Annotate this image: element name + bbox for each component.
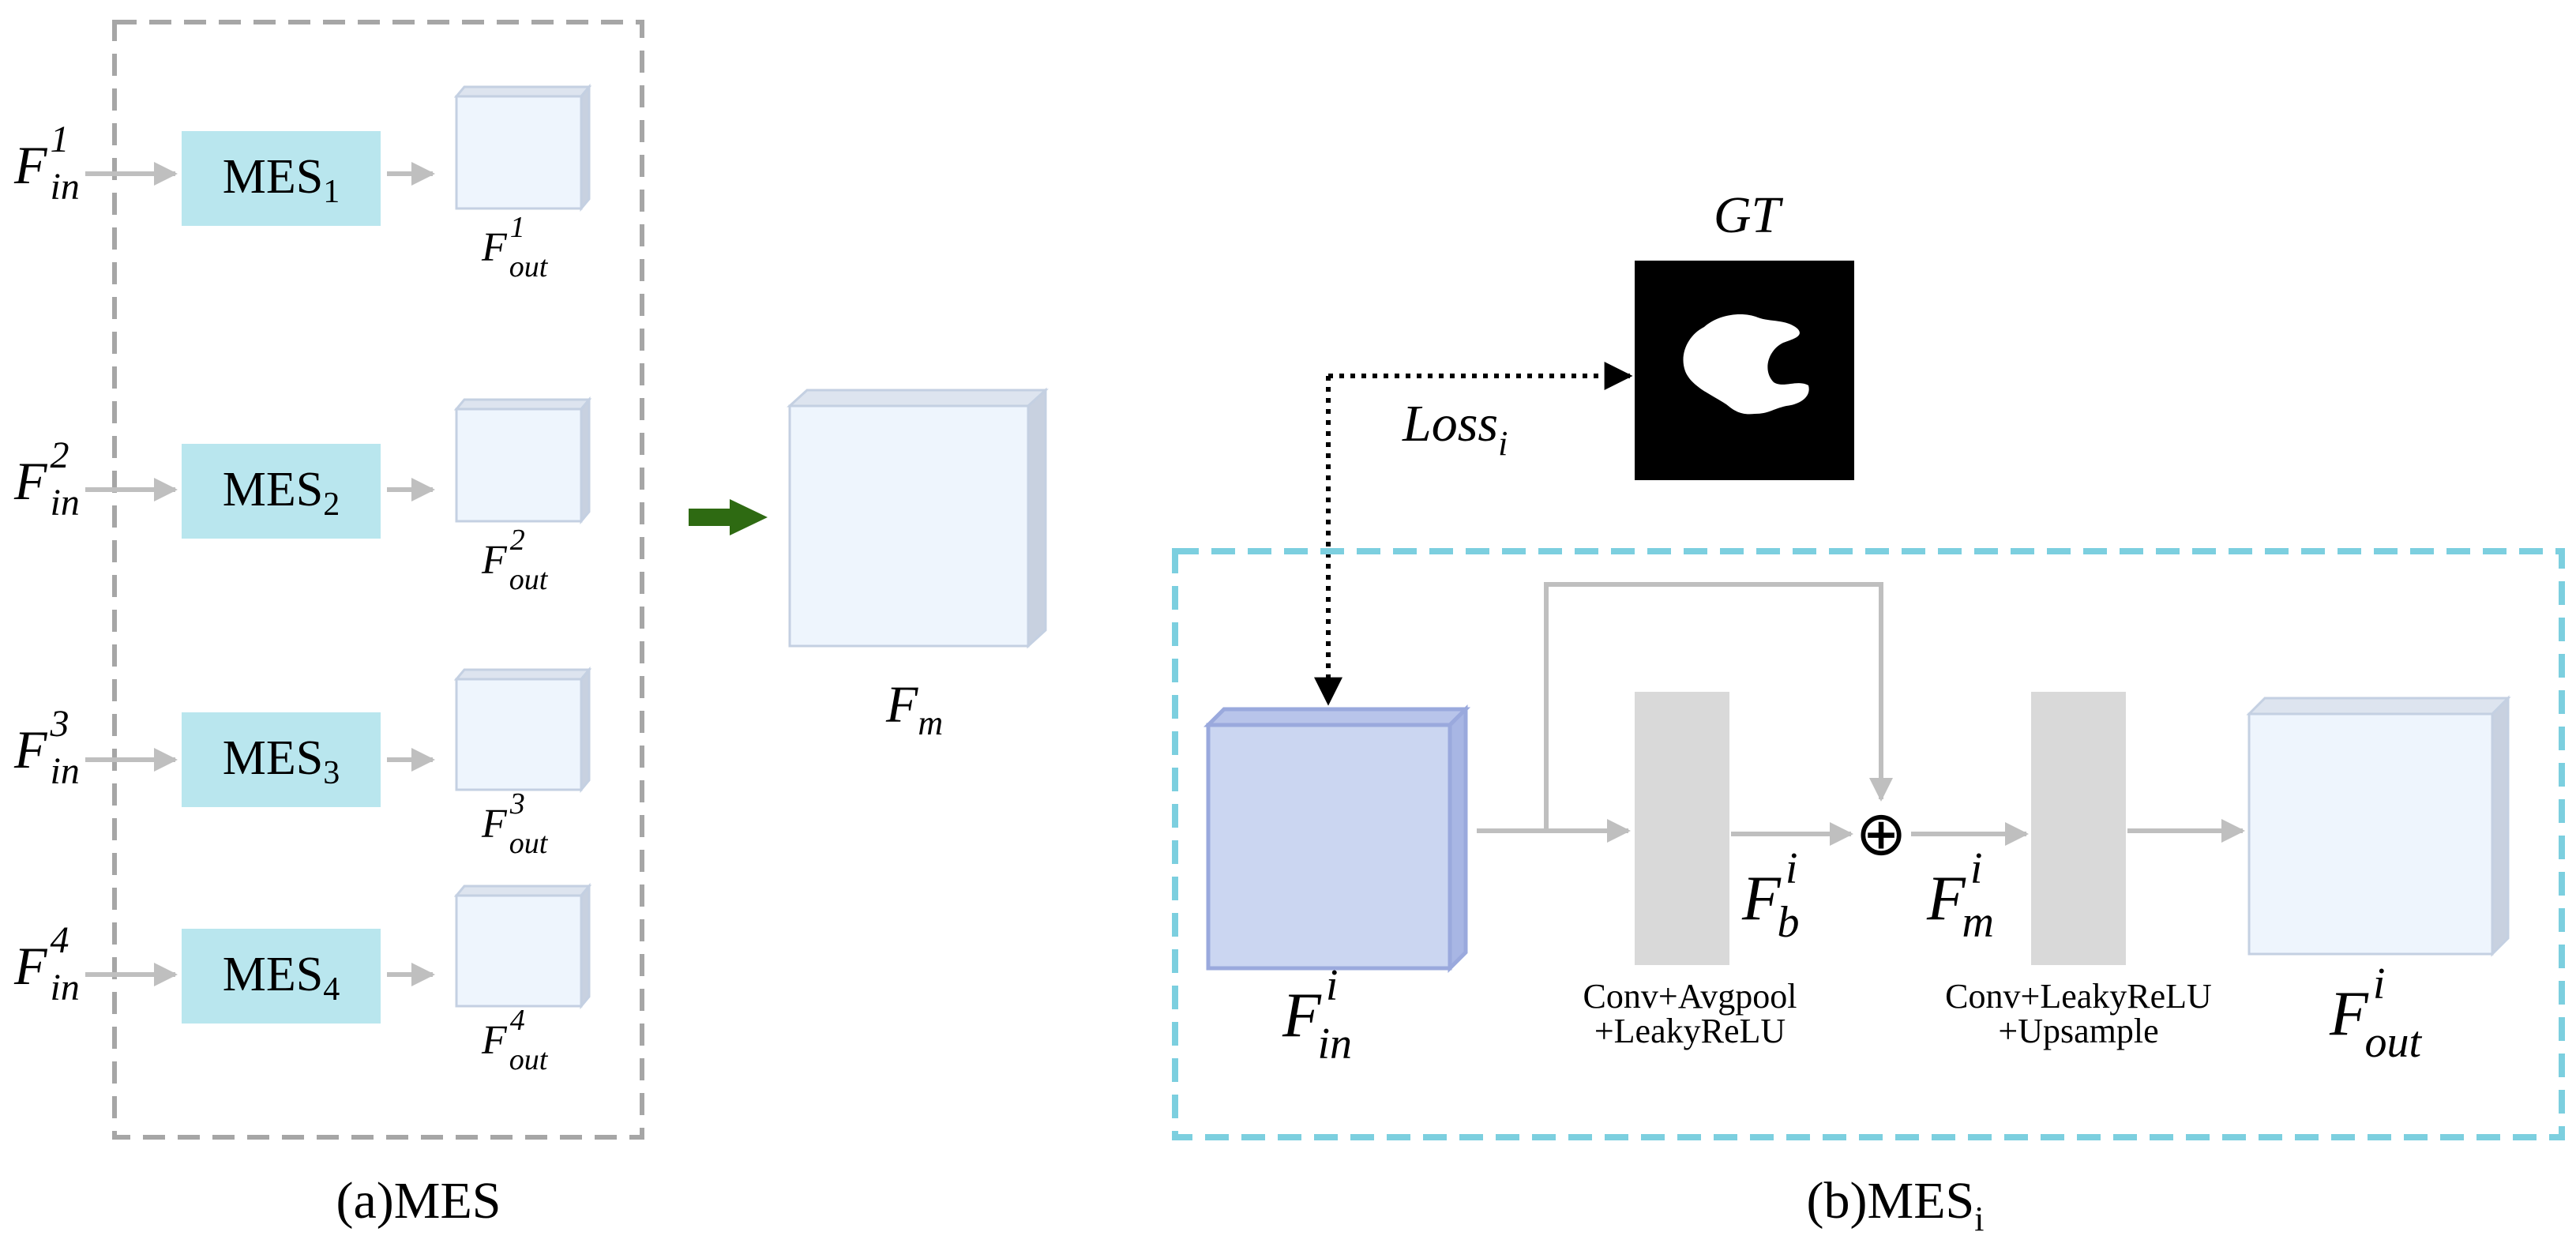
loss-label: Lossi [1402, 395, 1508, 463]
output-cube-4 [453, 882, 592, 1010]
output-cube-2 [453, 396, 592, 525]
mes-block-2 [182, 444, 381, 539]
block1-line2: +LeakyReLU [1594, 1012, 1786, 1050]
merged-cube [787, 387, 1049, 649]
mes-block-1 [182, 131, 381, 226]
block1-line1: Conv+Avgpool [1583, 977, 1797, 1016]
caption-b: (b)MESi [1807, 1172, 1985, 1238]
gt-label: GT [1714, 186, 1784, 244]
skip-connection [1544, 582, 1893, 831]
caption-a: (a)MES [336, 1172, 501, 1230]
gt-mask-image [1635, 261, 1854, 480]
input-cube [1203, 704, 1471, 974]
mes-block-3 [182, 712, 381, 807]
panel-a-dashed-frame [112, 20, 644, 1140]
merged-label: Fm [885, 676, 943, 742]
svg-text:MES1: MES1 [223, 150, 340, 210]
svg-text:MES3: MES3 [223, 731, 340, 791]
svg-text:MES4: MES4 [223, 948, 340, 1008]
svg-text:MES2: MES2 [223, 463, 340, 523]
output-cube-1 [453, 83, 592, 212]
panel-b-dashed-frame [1172, 548, 2565, 1140]
mes-block-4 [182, 929, 381, 1024]
output-cube [2246, 695, 2511, 957]
output-cube-3 [453, 666, 592, 794]
conv-avgpool-block [1635, 692, 1729, 965]
block2-line2: +Upsample [1998, 1012, 2158, 1050]
green-merge-arrow [689, 499, 768, 535]
sum-symbol: ⊕ [1855, 798, 1906, 870]
block2-line1: Conv+LeakyReLU [1945, 977, 2212, 1016]
conv-upsample-block [2031, 692, 2126, 965]
